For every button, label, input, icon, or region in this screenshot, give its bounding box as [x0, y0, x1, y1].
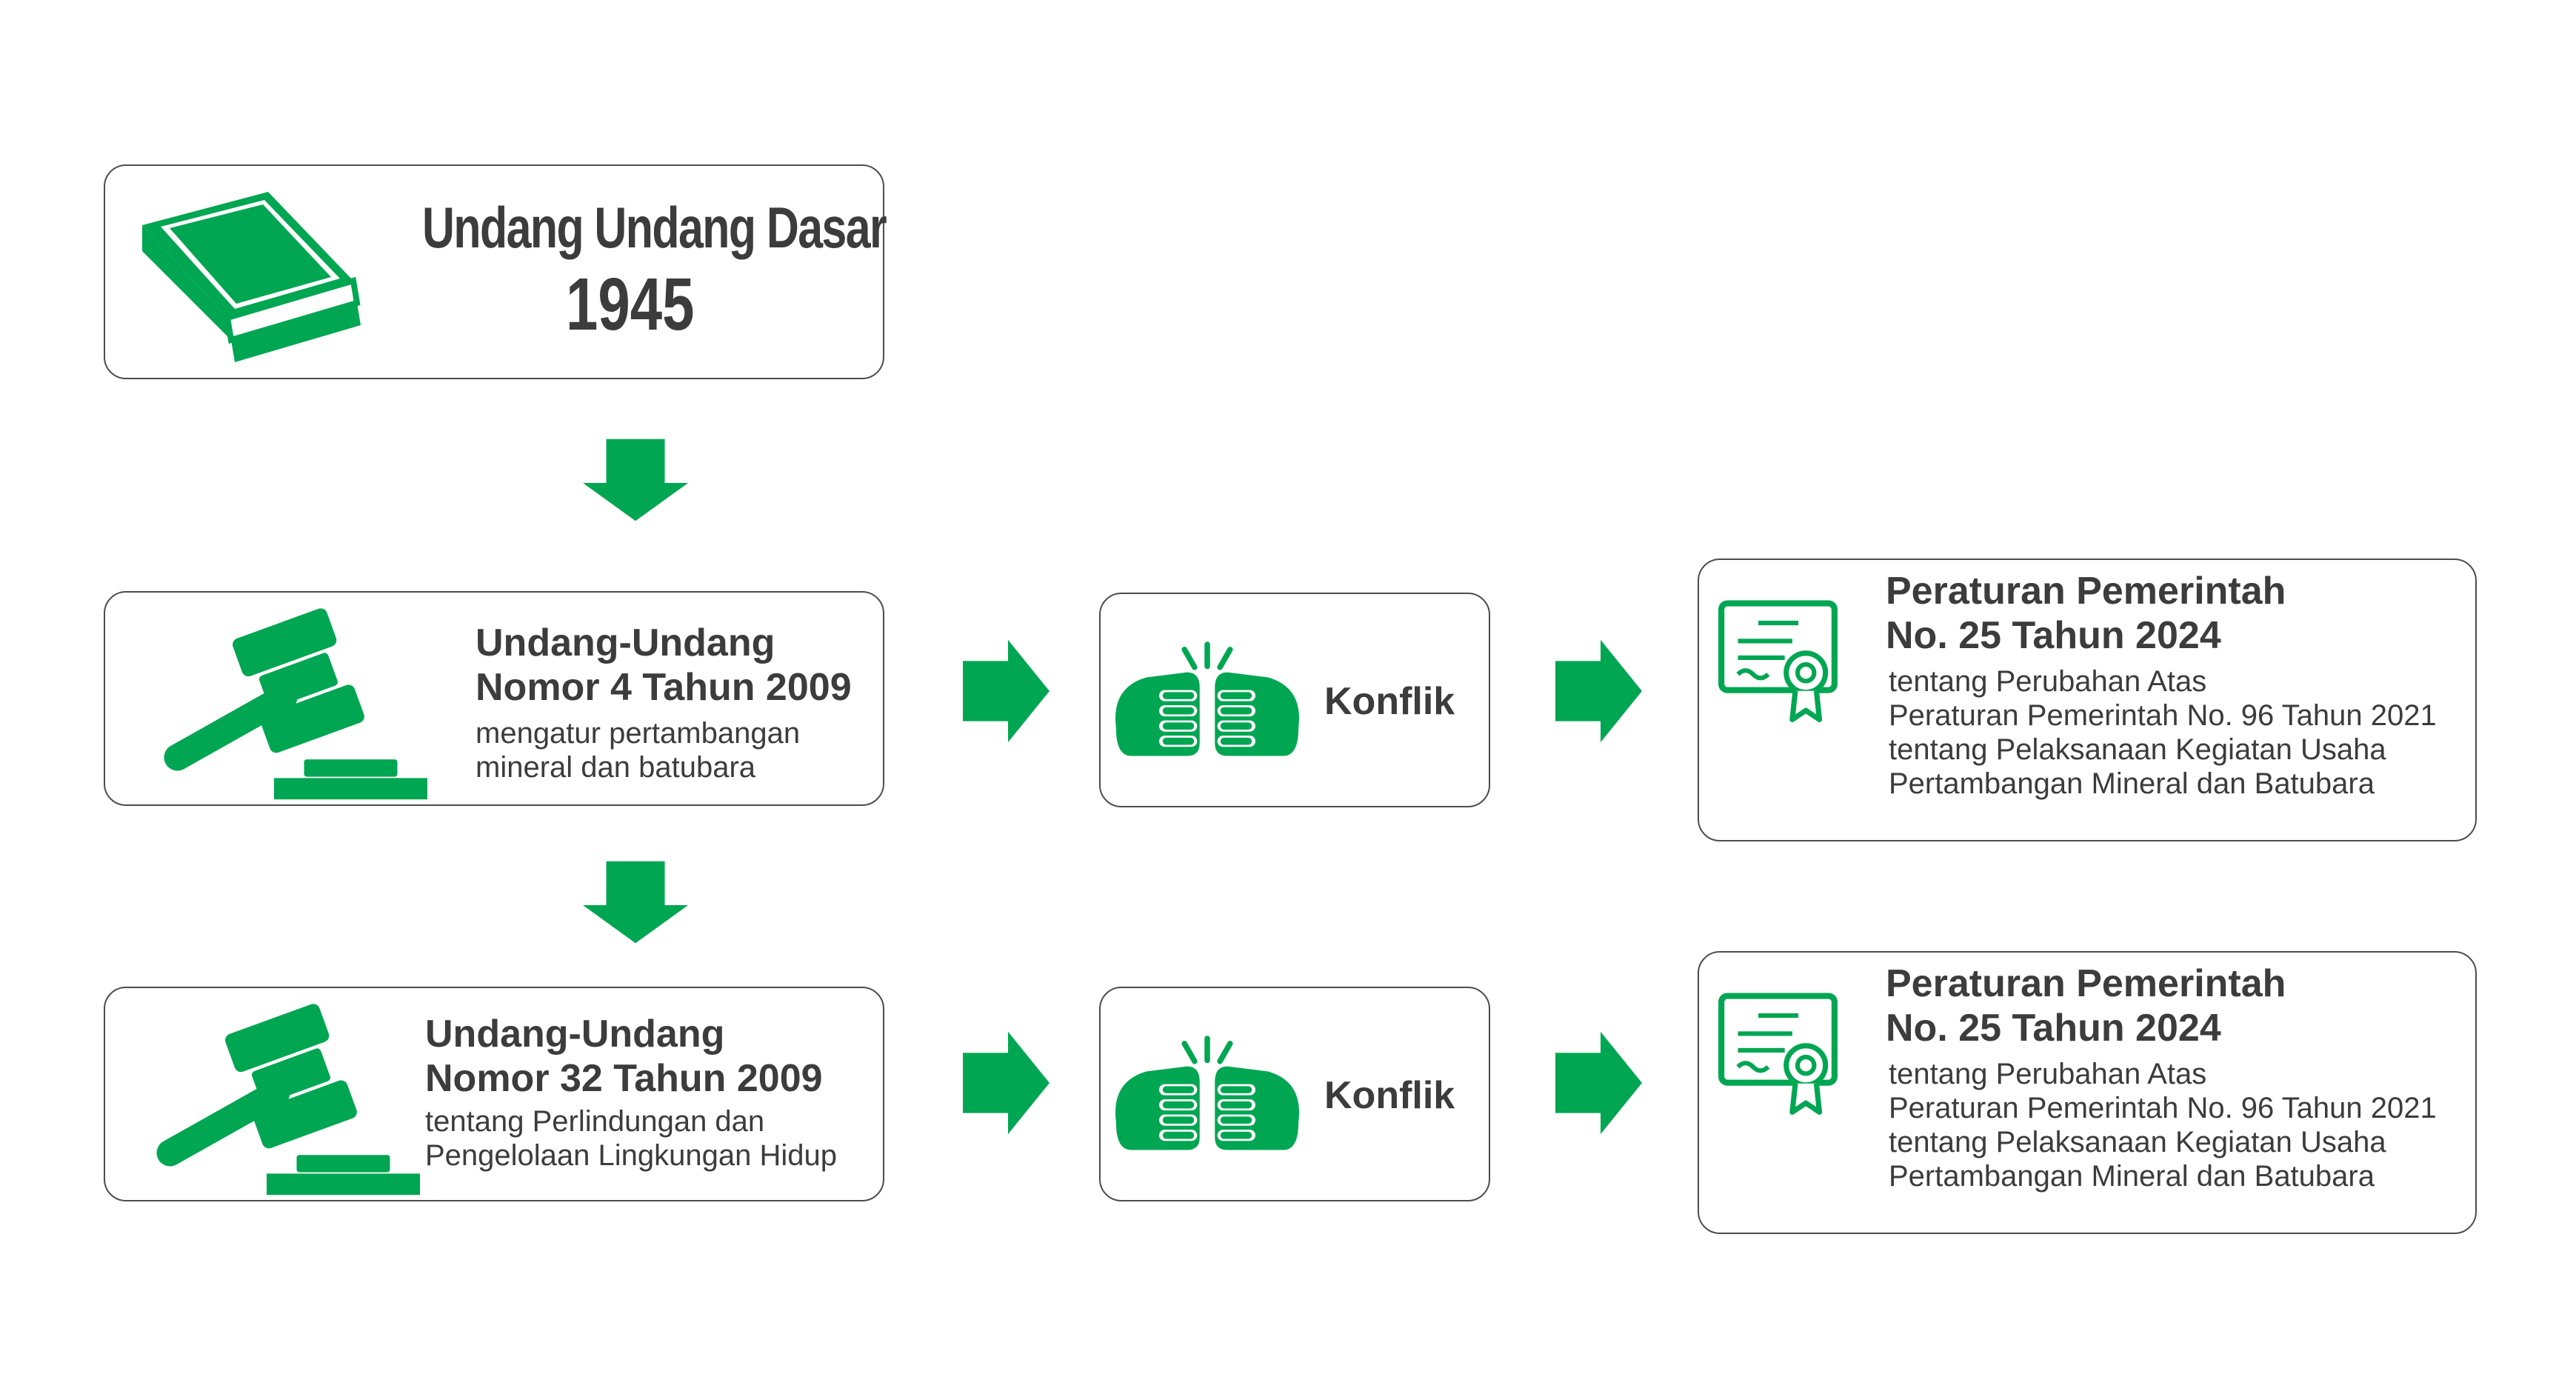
- gavel-icon: [127, 1003, 446, 1203]
- uu32-title-line1: Undang-Undang: [425, 1013, 725, 1056]
- uu4-title-line1: Undang-Undang: [476, 621, 775, 664]
- pp1-title-line1: Peraturan Pemerintah: [1886, 570, 2286, 613]
- pp1-title-line2: No. 25 Tahun 2024: [1886, 614, 2221, 657]
- gavel-icon: [135, 607, 453, 807]
- clashing-fists-icon: [1111, 639, 1304, 764]
- pp2-title-line2: No. 25 Tahun 2024: [1886, 1007, 2221, 1050]
- arrow-down-icon: [582, 439, 689, 521]
- pp1-desc-line4: Pertambangan Mineral dan Batubara: [1889, 767, 2375, 800]
- uud-year: 1945: [566, 263, 695, 346]
- uu32-title-line2: Nomor 32 Tahun 2009: [425, 1057, 823, 1100]
- uu32-desc-line2: Pengelolaan Lingkungan Hidup: [425, 1139, 838, 1172]
- pp-box-1: Peraturan Pemerintah No. 25 Tahun 2024 t…: [1698, 559, 2477, 841]
- arrow-right-icon: [1555, 639, 1642, 743]
- arrow-right-icon: [963, 639, 1050, 743]
- uu-32-2009-box: Undang-Undang Nomor 32 Tahun 2009 tentan…: [104, 987, 884, 1201]
- pp2-desc-line4: Pertambangan Mineral dan Batubara: [1889, 1160, 2375, 1193]
- pp-box-2: Peraturan Pemerintah No. 25 Tahun 2024 t…: [1698, 951, 2477, 1234]
- certificate-icon: [1717, 599, 1839, 726]
- konflik-label: Konflik: [1324, 680, 1455, 723]
- uu4-desc-line2: mineral dan batubara: [476, 751, 756, 784]
- arrow-down-icon: [582, 861, 689, 944]
- konflik-label: Konflik: [1324, 1074, 1455, 1117]
- arrow-right-icon: [963, 1031, 1050, 1135]
- pp2-title-line1: Peraturan Pemerintah: [1886, 962, 2286, 1005]
- certificate-icon: [1717, 991, 1839, 1118]
- pp1-desc-line1: tentang Perubahan Atas: [1889, 665, 2207, 698]
- konflik-box-1: Konflik: [1099, 593, 1490, 807]
- uu4-title-line2: Nomor 4 Tahun 2009: [476, 666, 852, 709]
- clashing-fists-icon: [1111, 1033, 1304, 1158]
- arrow-right-icon: [1555, 1031, 1642, 1135]
- konflik-box-2: Konflik: [1099, 987, 1490, 1201]
- pp2-desc-line1: tentang Perubahan Atas: [1889, 1058, 2207, 1090]
- uud-1945-box: Undang Undang Dasar 1945: [104, 164, 887, 379]
- pp2-desc-line3: tentang Pelaksanaan Kegiatan Usaha: [1889, 1126, 2386, 1158]
- uu4-desc-line1: mengatur pertambangan: [476, 717, 801, 750]
- uu32-desc-line1: tentang Perlindungan dan: [425, 1105, 765, 1138]
- book-icon: [142, 192, 361, 362]
- pp1-desc-line2: Peraturan Pemerintah No. 96 Tahun 2021: [1889, 699, 2437, 732]
- pp2-desc-line2: Peraturan Pemerintah No. 96 Tahun 2021: [1889, 1092, 2437, 1124]
- uud-title: Undang Undang Dasar: [422, 195, 887, 260]
- pp1-desc-line3: tentang Pelaksanaan Kegiatan Usaha: [1889, 733, 2386, 766]
- uu-4-2009-box: Undang-Undang Nomor 4 Tahun 2009 mengatu…: [104, 591, 884, 806]
